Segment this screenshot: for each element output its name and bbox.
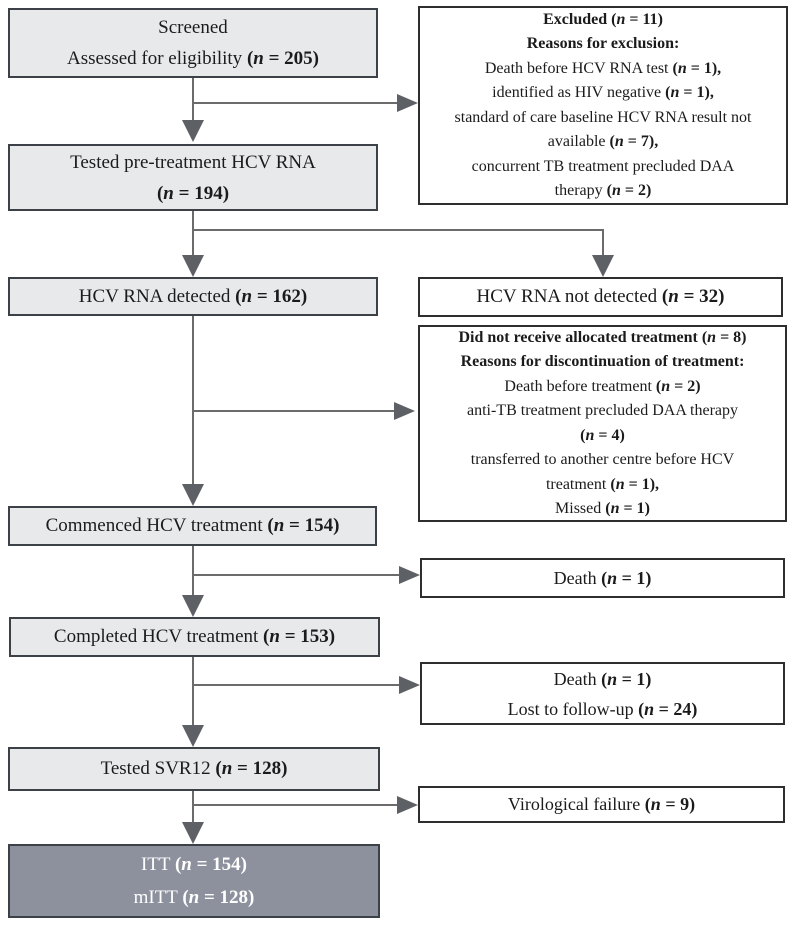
- arrow-right-into-death-icon: [399, 566, 420, 584]
- arrow-down-into-itt-icon: [182, 822, 204, 844]
- box-excluded-line6: available (n = 7),: [547, 133, 659, 150]
- box-excluded-line8: therapy (n = 2): [554, 182, 652, 199]
- box-death-after-commencement: Death (n = 1): [420, 558, 785, 598]
- box-hcv-detected-line1: HCV RNA detected (n = 162): [78, 285, 308, 307]
- connector-to-death-line: [193, 574, 400, 576]
- connector-to-did-not-receive-line: [193, 410, 394, 412]
- arrow-down-into-commenced-icon: [182, 484, 204, 506]
- box-screened-line1: Screened: [158, 17, 228, 38]
- connector-detected-to-commenced-line: [192, 316, 194, 484]
- box-screened: Screened Assessed for eligibility (n = 2…: [8, 8, 378, 78]
- box-tested-svr12-line1: Tested SVR12 (n = 128): [100, 758, 288, 779]
- arrow-right-into-death-ltfu-icon: [399, 676, 420, 694]
- box-commenced-treatment: Commenced HCV treatment (n = 154): [8, 506, 377, 546]
- box-tested-pre-line2: (n = 194): [156, 182, 230, 204]
- arrow-right-into-excluded-icon: [397, 94, 418, 112]
- connector-to-viro-failure-line: [193, 804, 398, 806]
- box-hcv-rna-detected: HCV RNA detected (n = 162): [8, 277, 378, 316]
- box-did-not-receive-treatment: Did not receive allocated treatment (n =…: [418, 325, 787, 522]
- box-tested-pre-line1: Tested pre-treatment HCV RNA: [70, 151, 316, 173]
- connector-tested-to-detected-line: [192, 211, 194, 255]
- box-viro-line1: Virological failure (n = 9): [507, 794, 696, 814]
- box-death-ltfu-line2: Lost to follow-up (n = 24): [507, 698, 698, 719]
- box-did-not-receive-line3: Death before treatment (n = 2): [504, 377, 701, 395]
- box-screened-line2: Assessed for eligibility (n = 205): [66, 48, 319, 69]
- box-did-not-receive-line2: Reasons for discontinuation of treatment…: [460, 353, 745, 370]
- box-itt-line2: mITT (n = 128): [133, 887, 255, 908]
- box-completed-line1: Completed HCV treatment (n = 153): [53, 626, 336, 647]
- box-itt-mitt: ITT (n = 154) mITT (n = 128): [8, 844, 380, 918]
- connector-commenced-to-completed-line: [192, 546, 194, 595]
- box-did-not-receive-line8: Missed (n = 1): [555, 500, 650, 517]
- connector-tested-to-not-detected-vline: [602, 229, 604, 255]
- box-did-not-receive-line6: transferred to another centre before HCV: [470, 451, 735, 468]
- arrow-right-into-viro-failure-icon: [397, 796, 418, 814]
- box-tested-svr12: Tested SVR12 (n = 128): [8, 747, 380, 791]
- box-did-not-receive-line4: anti-TB treatment precluded DAA therapy: [466, 402, 738, 419]
- connector-completed-to-svr12-line: [192, 657, 194, 725]
- box-excluded-line3: Death before HCV RNA test (n = 1),: [484, 59, 722, 77]
- connector-screened-to-tested-line: [192, 78, 194, 120]
- box-death1-line1: Death (n = 1): [553, 567, 652, 588]
- box-death-ltfu-line1: Death (n = 1): [553, 668, 652, 689]
- connector-tested-to-not-detected-hline: [193, 229, 604, 231]
- arrow-down-into-tested-pre-icon: [182, 120, 204, 142]
- box-excluded-line1: Excluded (n = 11): [543, 10, 663, 28]
- box-did-not-receive-line1: Did not receive allocated treatment (n =…: [458, 328, 747, 346]
- box-excluded-line4: identified as HIV negative (n = 1),: [492, 84, 714, 101]
- box-hcv-not-detected-line1: HCV RNA not detected (n = 32): [476, 286, 725, 307]
- arrow-down-into-detected-icon: [182, 255, 204, 277]
- arrow-down-into-svr12-icon: [182, 725, 204, 747]
- box-itt-line1: ITT (n = 154): [140, 854, 247, 875]
- connector-screened-to-excluded-line: [193, 102, 398, 104]
- arrow-down-into-not-detected-icon: [592, 255, 614, 277]
- box-did-not-receive-line7: treatment (n = 1),: [545, 475, 660, 493]
- box-death-lost-to-follow-up: Death (n = 1) Lost to follow-up (n = 24): [420, 662, 785, 725]
- box-excluded-line5: standard of care baseline HCV RNA result…: [454, 108, 752, 126]
- box-excluded-line7: concurrent TB treatment precluded DAA: [471, 157, 735, 175]
- box-hcv-rna-not-detected: HCV RNA not detected (n = 32): [418, 277, 783, 317]
- box-did-not-receive-line5: (n = 4): [580, 426, 625, 444]
- connector-to-death-ltfu-line: [193, 684, 400, 686]
- box-tested-pre-treatment: Tested pre-treatment HCV RNA (n = 194): [8, 144, 378, 211]
- box-commenced-line1: Commenced HCV treatment (n = 154): [45, 515, 340, 536]
- arrow-down-into-completed-icon: [182, 595, 204, 617]
- arrow-right-into-did-not-receive-icon: [394, 402, 415, 420]
- box-excluded-line2: Reasons for exclusion:: [526, 35, 680, 52]
- box-completed-treatment: Completed HCV treatment (n = 153): [9, 617, 380, 657]
- connector-svr12-to-itt-line: [192, 791, 194, 822]
- box-excluded: Excluded (n = 11) Reasons for exclusion:…: [418, 6, 788, 205]
- box-virological-failure: Virological failure (n = 9): [418, 786, 785, 823]
